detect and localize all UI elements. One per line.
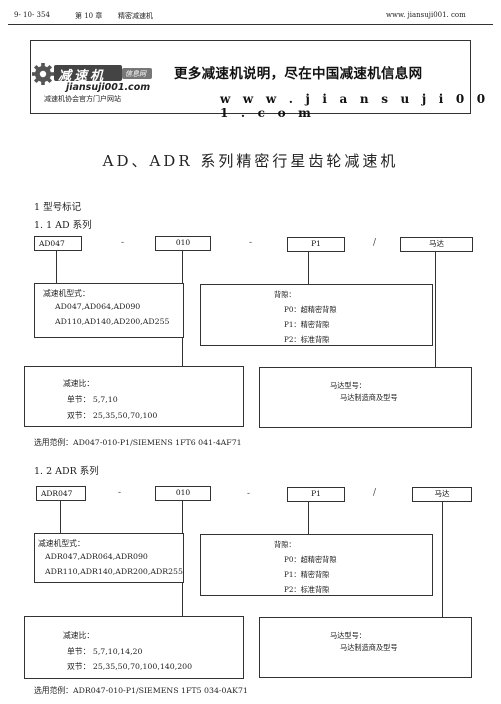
model-type-title: 减速机型式： <box>43 289 90 298</box>
connector-line <box>56 251 57 283</box>
subsection-heading-adr: 1. 2 ADR 系列 <box>34 466 99 477</box>
document-title: AD、ADR 系列精密行星齿轮减速机 <box>102 152 399 170</box>
ratio-box: 减速比： 单节： 5,7,10,14,20 双节： 25,35,50,70,10… <box>24 616 244 679</box>
connector-line <box>435 252 436 367</box>
ratio-double-stage: 双节： 25,35,50,70,100,140,200 <box>67 662 193 671</box>
section-heading: 1 型号标记 <box>34 202 82 213</box>
backlash-box: 背隙： P0：超精密背隙 P1：精密背隙 P2：标准背隙 <box>200 534 433 596</box>
backlash-option: P1：精密背隙 <box>284 570 330 579</box>
ratio-single-stage: 单节： 5,7,10,14,20 <box>67 647 143 656</box>
backlash-box: 背隙： P0：超精密背隙 P1：精密背隙 P2：标准背隙 <box>200 284 433 346</box>
code-backlash-box: P1 <box>287 237 345 252</box>
ratio-title: 减速比： <box>63 379 95 388</box>
motor-model-title: 马达型号： <box>330 381 366 390</box>
motor-model-desc: 马达制造商及型号 <box>340 393 398 402</box>
selection-example: 选用范例：AD047-010-P1/SIEMENS 1FT6 041-4AF71 <box>34 438 242 447</box>
ratio-box: 减速比： 单节： 5,7,10 双节： 25,35,50,70,100 <box>24 366 244 427</box>
connector-line <box>442 502 443 617</box>
logo-caption: 减速机协会官方门户网站 <box>44 95 121 103</box>
motor-model-box: 马达型号： 马达制造商及型号 <box>259 367 472 428</box>
code-separator: - <box>121 238 125 248</box>
code-separator: / <box>373 488 377 498</box>
connector-line <box>308 252 309 284</box>
connector-line <box>182 251 183 289</box>
motor-model-title: 马达型号： <box>330 631 366 640</box>
backlash-option: P1：精密背隙 <box>284 320 330 329</box>
backlash-option: P2：标准背隙 <box>284 585 330 594</box>
selection-example: 选用范例：ADR047-010-P1/SIEMENS 1FT5 034-0AK7… <box>34 686 248 695</box>
code-motor-box: 马达 <box>412 487 472 502</box>
header-site-url: www. jiansuji001. com <box>386 11 466 19</box>
banner-frame <box>30 40 471 114</box>
code-ratio-box: 010 <box>155 486 211 501</box>
backlash-option: P0：超精密背隙 <box>284 305 337 314</box>
logo-tag: 信息网 <box>125 70 146 78</box>
model-type-line: AD110,AD140,AD200,AD255 <box>55 317 170 326</box>
connector-line <box>308 502 309 534</box>
backlash-option: P0：超精密背隙 <box>284 555 337 564</box>
model-type-box: 减速机型式： ADR047,ADR064,ADR090 ADR110,ADR14… <box>34 533 184 583</box>
ratio-double-stage: 双节： 25,35,50,70,100 <box>67 411 158 420</box>
code-model-box: AD047 <box>34 236 82 251</box>
banner-url-link[interactable]: w w w . j i a n s u j i 0 0 1 . c o m <box>220 92 490 120</box>
model-type-title: 减速机型式： <box>38 539 85 548</box>
code-motor-box: 马达 <box>400 237 473 252</box>
code-ratio-box: 010 <box>155 236 211 251</box>
gear-logo-icon <box>32 63 152 85</box>
banner-title: 更多减速机说明，尽在中国减速机信息网 <box>174 66 423 82</box>
code-separator: / <box>373 238 377 248</box>
header-chapter: 第 10 章 <box>75 12 103 20</box>
backlash-title: 背隙： <box>274 290 296 299</box>
ratio-title: 减速比： <box>63 631 95 640</box>
backlash-title: 背隙： <box>274 540 296 549</box>
model-type-line: ADR047,ADR064,ADR090 <box>45 552 148 561</box>
subsection-heading-ad: 1. 1 AD 系列 <box>34 220 92 231</box>
model-type-line: AD047,AD064,AD090 <box>55 302 141 311</box>
ratio-single-stage: 单节： 5,7,10 <box>67 395 118 404</box>
connector-line <box>60 501 61 533</box>
code-backlash-box: P1 <box>287 487 345 502</box>
motor-model-desc: 马达制造商及型号 <box>340 643 398 652</box>
code-separator: - <box>118 488 122 498</box>
header-rule <box>8 24 493 25</box>
model-type-line: ADR110,ADR140,ADR200,ADR255 <box>45 567 183 576</box>
header-page-number: 9- 10- 354 <box>14 11 50 19</box>
code-separator: - <box>249 238 253 248</box>
motor-model-box: 马达型号： 马达制造商及型号 <box>259 617 472 678</box>
code-model-box: ADR047 <box>36 486 86 501</box>
logo-url: jiansuji001.com <box>66 82 151 93</box>
code-separator: - <box>247 489 251 499</box>
backlash-option: P2：标准背隙 <box>284 335 330 344</box>
logo-wordmark: 减速机 <box>58 69 107 84</box>
header-chapter-title: 精密减速机 <box>118 12 153 20</box>
site-logo[interactable]: 减速机 信息网 jiansuji001.com 减速机协会官方门户网站 <box>30 58 160 104</box>
model-type-box: 减速机型式： AD047,AD064,AD090 AD110,AD140,AD2… <box>34 283 184 338</box>
